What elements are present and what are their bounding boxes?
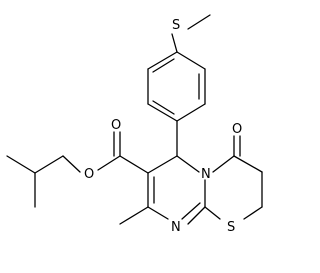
atom-labels: S O O O N N S (84, 18, 242, 235)
atom-label-n-ring: N (201, 167, 211, 182)
atom-label-s-ring: S (227, 220, 235, 235)
atom-label-o-ester: O (84, 167, 94, 182)
atom-label-n-pyrimidine: N (171, 220, 181, 235)
atom-label-s-methylthio: S (172, 18, 180, 33)
bonds (6, 14, 263, 225)
chemical-structure: S O O O N N S (6, 14, 263, 235)
atom-label-o-ketone: O (232, 122, 242, 137)
atom-label-o-carbonyl-ester: O (111, 118, 121, 133)
